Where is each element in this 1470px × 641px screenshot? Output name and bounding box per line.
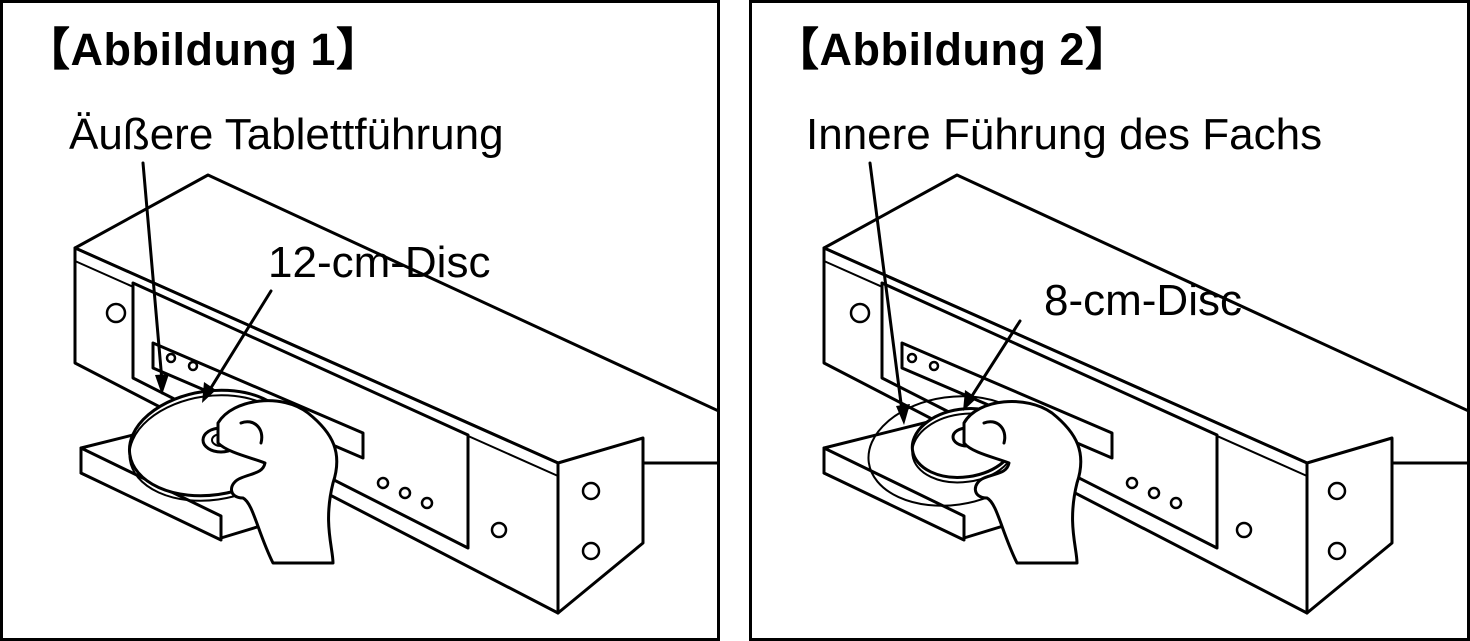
side-jack-1 — [581, 481, 601, 501]
figure-1-panel: 【Abbildung 1】 Äußere Tablettführung 12-c… — [0, 0, 720, 641]
side-jack-1 — [1327, 481, 1347, 501]
power-knob — [849, 302, 871, 324]
power-knob — [105, 302, 127, 324]
player-side — [556, 436, 645, 615]
cd-player-illustration — [73, 161, 717, 615]
figure-2-panel: 【Abbildung 2】 Innere Führung des Fachs 8… — [749, 0, 1470, 641]
guide-arrow — [141, 161, 164, 383]
disc-size-label: 12-cm-Disc — [268, 238, 491, 287]
side-jack-2 — [581, 541, 601, 561]
guide-arrow — [868, 161, 904, 413]
disc-size-label: 8-cm-Disc — [1044, 276, 1242, 325]
disc-arrow — [968, 319, 1022, 401]
hand — [216, 399, 339, 565]
inner-tray-guide-label: Innere Führung des Fachs — [806, 110, 1323, 159]
hand — [962, 400, 1083, 565]
figure-title: 【Abbildung 2】 — [774, 24, 1131, 75]
side-jack-2 — [1327, 541, 1347, 561]
outer-tray-guide-label: Äußere Tablettführung — [69, 110, 504, 159]
figure-title: 【Abbildung 1】 — [25, 24, 382, 75]
cd-player-illustration — [822, 161, 1467, 615]
disc-arrow — [207, 289, 273, 393]
player-side — [1305, 436, 1394, 615]
